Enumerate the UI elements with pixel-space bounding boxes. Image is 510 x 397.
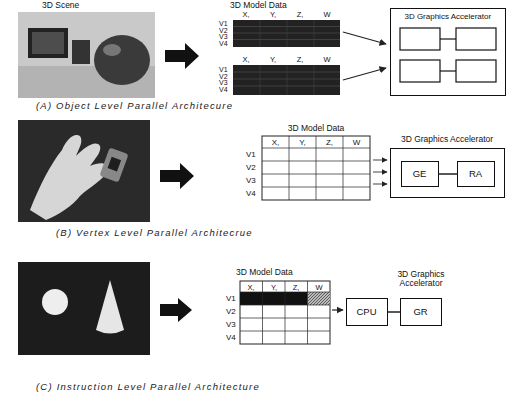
label-text: Y, xyxy=(270,11,276,19)
label-text: X, xyxy=(247,284,254,292)
figure-caption: (A) Object Level Parallel Architecure xyxy=(36,101,233,111)
block-arrow xyxy=(160,163,194,189)
label-text: W xyxy=(323,11,330,19)
table-columns xyxy=(260,65,314,95)
box-heading: 3D Graphics Accelerator xyxy=(404,13,491,21)
data-arrow xyxy=(373,184,387,185)
data-arrow xyxy=(373,172,387,173)
active-cell xyxy=(308,292,331,305)
label-text: V3 xyxy=(219,33,228,40)
connector-line xyxy=(439,173,457,174)
data-table xyxy=(233,65,340,95)
label-text: Y, xyxy=(270,56,276,64)
label-text: V1 xyxy=(246,151,256,159)
table-rows xyxy=(233,27,340,40)
data-table xyxy=(240,281,330,344)
label-text: Z, xyxy=(297,11,304,19)
unit-name: GR xyxy=(413,307,427,317)
label-text: X, xyxy=(242,11,249,19)
scene-pot xyxy=(94,35,150,85)
box-heading: 3D Graphics Accelerator xyxy=(401,135,493,144)
hand-shape xyxy=(30,135,108,220)
data-arrow xyxy=(373,160,387,161)
scene-object xyxy=(72,40,90,64)
unit-box: CPU xyxy=(346,298,388,326)
label-text: W xyxy=(323,56,330,64)
accelerator-box: 3D Graphics Accelerator xyxy=(390,8,506,96)
label-text: V4 xyxy=(226,334,236,342)
label-text: W xyxy=(353,139,361,147)
label-text: Y, xyxy=(271,284,277,292)
label-text: 3D Graphics Accelerator xyxy=(389,270,453,289)
unit-link xyxy=(440,70,456,71)
label-text: Z, xyxy=(293,284,300,292)
label-text: V3 xyxy=(226,321,236,329)
unit-link xyxy=(440,38,456,39)
label-text: W xyxy=(315,284,322,292)
label-text: V4 xyxy=(219,40,228,47)
sphere-shape xyxy=(42,289,68,315)
held-object-mark xyxy=(108,157,122,172)
data-table xyxy=(233,20,340,47)
scene-photo xyxy=(18,120,150,222)
data-arrow xyxy=(343,68,386,80)
data-arrow xyxy=(332,309,343,310)
label-text: V4 xyxy=(246,190,256,198)
pipeline-unit xyxy=(400,60,440,82)
label-text: V2 xyxy=(219,27,228,34)
connector-line xyxy=(388,311,400,312)
scene-object-face xyxy=(32,32,64,54)
unit-name: RA xyxy=(469,169,482,179)
block-arrow xyxy=(160,298,192,322)
unit-box: GE xyxy=(401,161,439,187)
label-text: 3D Scene xyxy=(42,1,79,10)
label-text: X, xyxy=(242,56,249,64)
unit-box: GR xyxy=(400,298,442,326)
cone-shape xyxy=(96,280,124,334)
label-text: V2 xyxy=(226,308,236,316)
label-text: V3 xyxy=(219,79,228,86)
table-columns xyxy=(260,20,314,47)
label-text: V2 xyxy=(219,73,228,80)
data-arrow xyxy=(343,32,386,44)
scene-photo xyxy=(18,262,150,355)
held-object xyxy=(99,147,128,182)
data-table xyxy=(262,136,370,200)
label-text: 3D Model Data xyxy=(230,1,287,10)
label-text: V1 xyxy=(226,295,236,303)
unit-name: CPU xyxy=(356,307,376,317)
scene-object xyxy=(28,28,68,58)
label-text: 3D Model Data xyxy=(236,268,293,277)
block-arrow xyxy=(165,43,199,69)
table-columns xyxy=(263,281,308,344)
label-text: Z, xyxy=(326,139,333,147)
label-text: Y, xyxy=(299,139,306,147)
figure-caption: (C) Instruction Level Parallel Architect… xyxy=(36,382,260,392)
unit-name: GE xyxy=(413,169,427,179)
active-row xyxy=(240,292,308,305)
label-text: X, xyxy=(272,139,280,147)
table-columns xyxy=(289,136,343,200)
label-text: V1 xyxy=(219,66,228,73)
scene-photo xyxy=(18,12,155,98)
pipeline-unit xyxy=(400,28,440,50)
label-text: Z, xyxy=(297,56,304,64)
figure-caption: (B) Vertex Level Parallel Architecrue xyxy=(56,228,253,238)
pipeline-unit xyxy=(456,60,496,82)
label-text: V2 xyxy=(246,164,256,172)
label-text: 3D Model Data xyxy=(288,124,345,133)
accelerator-box: 3D Graphics AcceleratorGERA xyxy=(390,148,505,198)
label-text: V3 xyxy=(246,177,256,185)
table-rows xyxy=(233,72,340,86)
scene-highlight xyxy=(103,44,121,56)
label-text: V1 xyxy=(219,20,228,27)
pipeline-unit xyxy=(456,28,496,50)
unit-box: RA xyxy=(457,161,495,187)
label-text: V4 xyxy=(219,86,228,93)
